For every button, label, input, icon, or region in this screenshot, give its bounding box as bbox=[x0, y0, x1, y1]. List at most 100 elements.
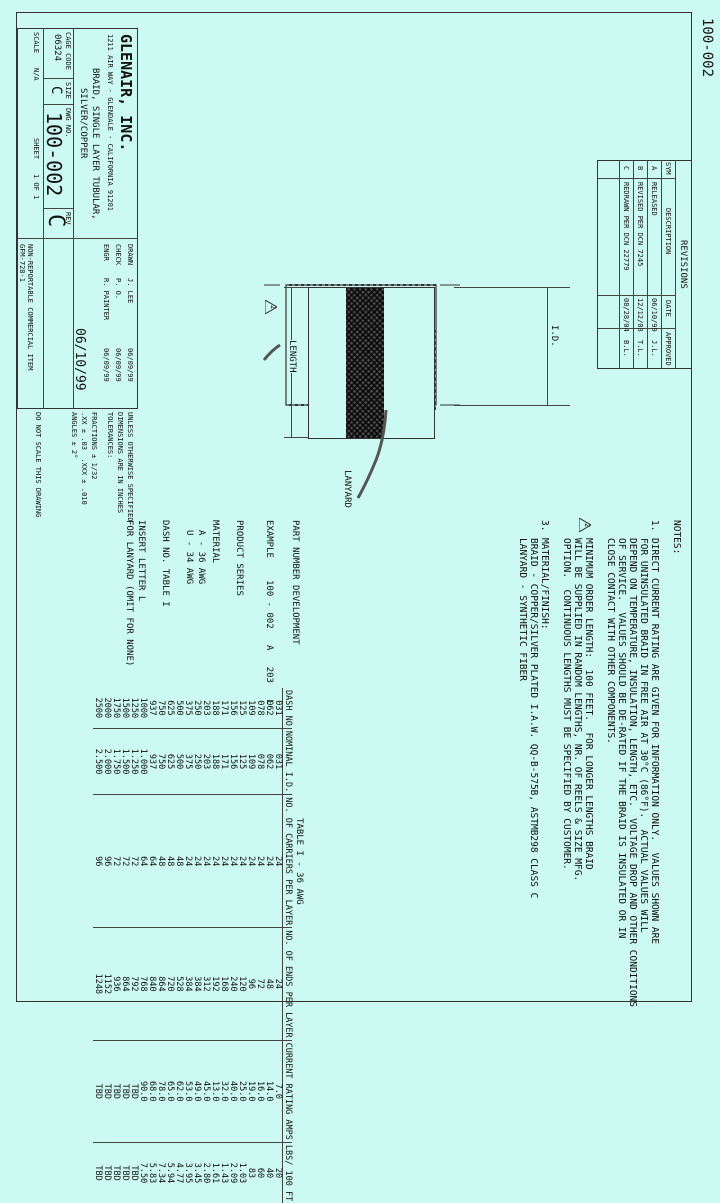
revisions-title: REVISIONS bbox=[678, 240, 688, 289]
table-cell: 2.500 bbox=[93, 728, 103, 795]
rev-value: C bbox=[43, 214, 68, 228]
th-lbs: LBS/ 100 FT bbox=[282, 1142, 293, 1203]
table-cell: TBD bbox=[93, 1142, 103, 1203]
table-cell: 68.0 bbox=[147, 1040, 157, 1143]
revisions-block: REVISIONS SYM DESCRIPTION DATE APPROVED … bbox=[597, 160, 692, 369]
table-cell: 24 bbox=[192, 794, 202, 928]
table-cell: 25.0 bbox=[237, 1040, 247, 1143]
rev-b-sym: B bbox=[636, 166, 644, 171]
tol-line-4: FRACTIONS ± 1/32 bbox=[90, 412, 98, 480]
table-cell: 792 bbox=[129, 927, 139, 1041]
table-cell: 7.34 bbox=[156, 1142, 166, 1203]
pn-product-series: PRODUCT SERIES bbox=[234, 520, 244, 596]
table-cell: 375 bbox=[183, 728, 193, 795]
cage-code: 06324 bbox=[52, 34, 62, 62]
table-cell: 1000 bbox=[138, 697, 148, 719]
pn-material-a: A - 36 AWG bbox=[196, 530, 206, 585]
table-cell: 078 bbox=[255, 700, 265, 716]
table-cell: 24 bbox=[228, 794, 238, 928]
table-cell: 1.750 bbox=[111, 728, 121, 795]
rev-c-date: 08/28/04 bbox=[622, 298, 630, 332]
table-cell: 16.0 bbox=[255, 1040, 265, 1143]
note-2-line-3: OPTION. CONTINUOUS LENGTHS MUST BE SPECI… bbox=[561, 538, 572, 870]
table-cell: 120 bbox=[237, 927, 247, 1041]
table-cell: 840 bbox=[147, 927, 157, 1041]
rev-a-date: 06/10/99 bbox=[650, 298, 658, 332]
table-cell: 1250 bbox=[129, 697, 139, 719]
table-cell: 384 bbox=[183, 927, 193, 1041]
table-cell: 40 bbox=[264, 1142, 274, 1203]
table-cell: 3.45 bbox=[192, 1142, 202, 1203]
notes-block: NOTES: 1. DIRECT CURRENT RATING ARE GIVE… bbox=[322, 517, 682, 1007]
table-cell: 78.0 bbox=[156, 1040, 166, 1143]
table-cell: 40.0 bbox=[228, 1040, 238, 1143]
table-cell: 3.95 bbox=[183, 1142, 193, 1203]
table-cell: 188 bbox=[210, 728, 220, 795]
table-cell: 171 bbox=[219, 728, 229, 795]
table-cell: 24 bbox=[183, 794, 193, 928]
table-cell: 14.0 bbox=[264, 1040, 274, 1143]
table-cell: TBD bbox=[120, 1142, 130, 1203]
rotated-drawing: 100-002 REVISIONS SYM DESCRIPTION DATE A… bbox=[16, 12, 715, 1203]
tol-line-6: ANGLES ± 2° bbox=[70, 412, 78, 459]
table-cell: 32.0 bbox=[219, 1040, 229, 1143]
th-nominal: NOMINAL I.D. bbox=[282, 728, 293, 795]
table-cell: 45.0 bbox=[201, 1040, 211, 1143]
table-cell: 720 bbox=[165, 927, 175, 1041]
pn-material-u: U - 34 AWG bbox=[184, 530, 194, 585]
table-cell: 49.0 bbox=[192, 1040, 202, 1143]
table-cell: 625 bbox=[165, 700, 175, 716]
table-cell: 90.0 bbox=[138, 1040, 148, 1143]
table-cell: 24 bbox=[273, 927, 283, 1041]
tolerance-block: UNLESS OTHERWISE SPECIFIED DIMENSIONS AR… bbox=[18, 410, 138, 522]
release-date: 06/10/99 bbox=[72, 328, 87, 391]
drawn-label: DRAWN bbox=[126, 244, 134, 266]
table-cell: 384 bbox=[192, 927, 202, 1041]
commercial-item: NON-REPORTABLE COMMERCIAL ITEM bbox=[26, 244, 34, 371]
tol-line-3: TOLERANCES: bbox=[106, 412, 114, 459]
note-1-line-5: CLOSE CONTACT WITH OTHER COMPONENTS. bbox=[605, 538, 616, 744]
table-cell: 7.0 bbox=[273, 1040, 283, 1143]
table-cell: 1.500 bbox=[120, 728, 130, 795]
table-cell: 96 bbox=[246, 927, 256, 1041]
cage-label: CAGE CODE bbox=[64, 32, 72, 70]
table-cell: 936 bbox=[111, 927, 121, 1041]
table-cell: 4.77 bbox=[174, 1142, 184, 1203]
table-cell: 240 bbox=[228, 927, 238, 1041]
table-cell: 750 bbox=[156, 700, 166, 716]
table-cell: 53.0 bbox=[183, 1040, 193, 1143]
table-cell: 24 bbox=[237, 794, 247, 928]
table-cell: 24 bbox=[255, 794, 265, 928]
table-cell: TBD bbox=[102, 1142, 112, 1203]
pn-lanyard-2: FOR LANYARD (OMIT FOR NONE) bbox=[124, 520, 134, 667]
note-2-triangle: 2 bbox=[578, 517, 594, 533]
table-cell: 062 bbox=[264, 728, 274, 795]
rev-b-desc: REVISED PER DCN 7245 bbox=[636, 182, 644, 267]
table-cell: 64 bbox=[138, 794, 148, 928]
table-cell: 1248 bbox=[93, 927, 103, 1041]
table-cell: 156 bbox=[228, 728, 238, 795]
pn-lanyard-1: INSERT LETTER L bbox=[136, 520, 146, 602]
table-cell: 500 bbox=[174, 728, 184, 795]
table-cell: 24 bbox=[273, 794, 283, 928]
tol-line-1: UNLESS OTHERWISE SPECIFIED bbox=[126, 412, 134, 522]
table-cell: 1.000 bbox=[138, 728, 148, 795]
table-cell: 203 bbox=[201, 700, 211, 716]
length-ext-right bbox=[284, 437, 308, 438]
scale-value: N/A bbox=[32, 68, 40, 81]
size-value: C bbox=[48, 86, 64, 95]
table-cell: 60 bbox=[255, 1142, 265, 1203]
pn-dash: DASH NO. TABLE I bbox=[160, 520, 170, 607]
table-cell: 528 bbox=[174, 927, 184, 1041]
table-cell: 864 bbox=[120, 927, 130, 1041]
table-cell: 031 bbox=[273, 728, 283, 795]
rev-header-desc: DESCRIPTION bbox=[664, 208, 672, 255]
note-3-line-3: LANYARD - SYNTHETIC FIBER bbox=[517, 538, 528, 681]
table-cell: 2000 bbox=[102, 697, 112, 719]
